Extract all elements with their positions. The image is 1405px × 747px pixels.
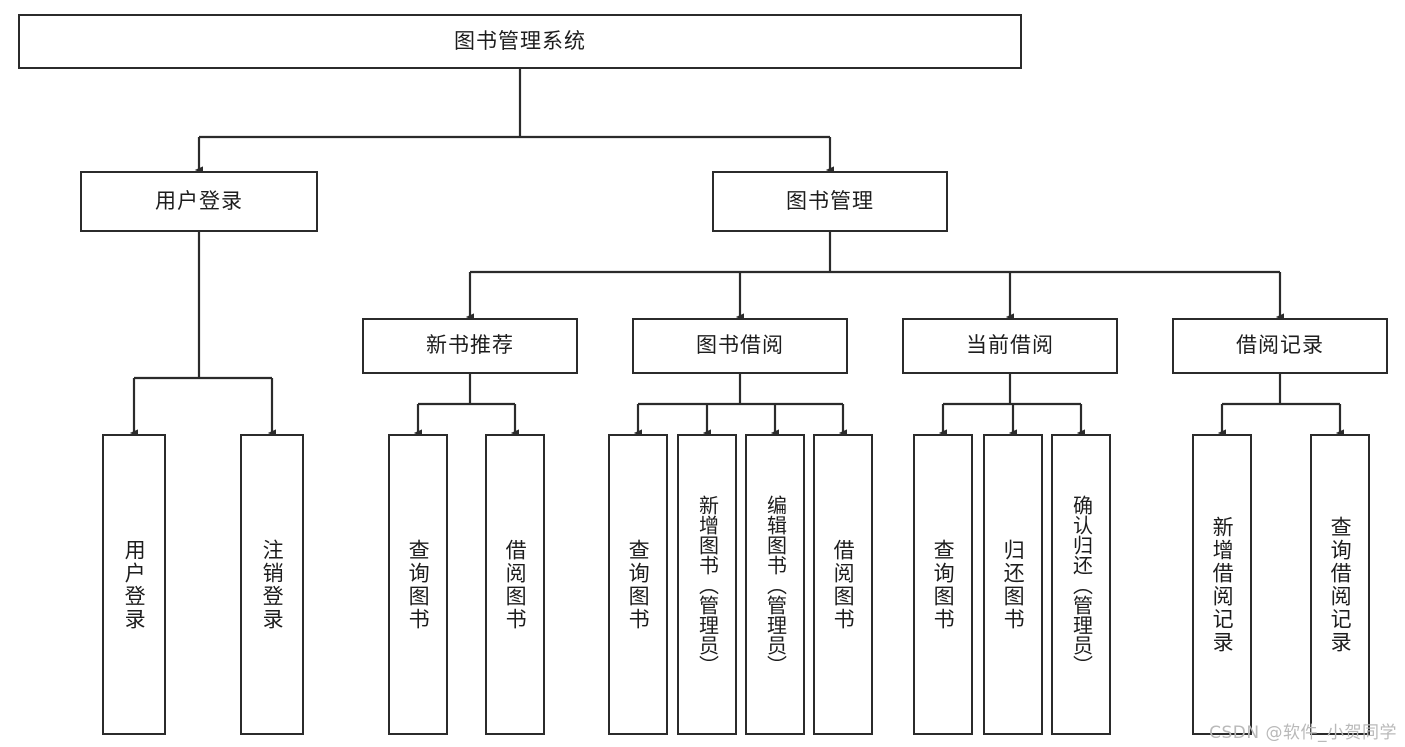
- node-current-borrow[interactable]: 当前借阅: [902, 318, 1118, 374]
- node-label-leaf-query-record: 查询借阅记录: [1328, 515, 1353, 654]
- watermark-label: CSDN @软件_小贺同学: [1209, 723, 1397, 743]
- node-label-leaf-query-book-1: 查询图书: [406, 538, 431, 631]
- node-label-user-login: 用户登录: [155, 188, 243, 213]
- node-label-current-borrow: 当前借阅: [966, 333, 1054, 358]
- node-label-book-manage: 图书管理: [786, 188, 874, 213]
- node-leaf-borrow-book-2[interactable]: 借阅图书: [813, 434, 873, 735]
- node-label-leaf-return-book: 归还图书: [1001, 538, 1026, 631]
- node-leaf-return-book[interactable]: 归还图书: [983, 434, 1043, 735]
- node-leaf-query-book-2[interactable]: 查询图书: [608, 434, 668, 735]
- node-label-leaf-edit-book: 编辑图书（管理员）: [763, 494, 788, 675]
- node-label-leaf-query-book-3: 查询图书: [931, 538, 956, 631]
- node-label-leaf-confirm-return: 确认归还（管理员）: [1069, 494, 1094, 675]
- node-label-book-borrow: 图书借阅: [696, 333, 784, 358]
- node-root[interactable]: 图书管理系统: [18, 14, 1022, 69]
- node-book-borrow[interactable]: 图书借阅: [632, 318, 848, 374]
- node-new-book-rec[interactable]: 新书推荐: [362, 318, 578, 374]
- node-book-manage[interactable]: 图书管理: [712, 171, 948, 232]
- node-label-borrow-record: 借阅记录: [1236, 333, 1324, 358]
- node-leaf-query-book-3[interactable]: 查询图书: [913, 434, 973, 735]
- node-label-new-book-rec: 新书推荐: [426, 333, 514, 358]
- node-borrow-record[interactable]: 借阅记录: [1172, 318, 1388, 374]
- node-label-leaf-user-login: 用户登录: [122, 538, 147, 631]
- node-label-leaf-logout: 注销登录: [260, 538, 285, 631]
- node-label-leaf-add-book: 新增图书（管理员）: [695, 494, 720, 675]
- node-leaf-add-book[interactable]: 新增图书（管理员）: [677, 434, 737, 735]
- node-leaf-logout[interactable]: 注销登录: [240, 434, 304, 735]
- node-leaf-query-record[interactable]: 查询借阅记录: [1310, 434, 1370, 735]
- node-leaf-user-login[interactable]: 用户登录: [102, 434, 166, 735]
- node-label-leaf-borrow-book-1: 借阅图书: [503, 538, 528, 631]
- node-leaf-confirm-return[interactable]: 确认归还（管理员）: [1051, 434, 1111, 735]
- node-label-leaf-borrow-book-2: 借阅图书: [831, 538, 856, 631]
- node-leaf-borrow-book-1[interactable]: 借阅图书: [485, 434, 545, 735]
- node-leaf-add-record[interactable]: 新增借阅记录: [1192, 434, 1252, 735]
- node-user-login[interactable]: 用户登录: [80, 171, 318, 232]
- node-label-root: 图书管理系统: [454, 28, 586, 53]
- node-leaf-edit-book[interactable]: 编辑图书（管理员）: [745, 434, 805, 735]
- node-label-leaf-add-record: 新增借阅记录: [1210, 515, 1235, 654]
- node-label-leaf-query-book-2: 查询图书: [626, 538, 651, 631]
- node-leaf-query-book-1[interactable]: 查询图书: [388, 434, 448, 735]
